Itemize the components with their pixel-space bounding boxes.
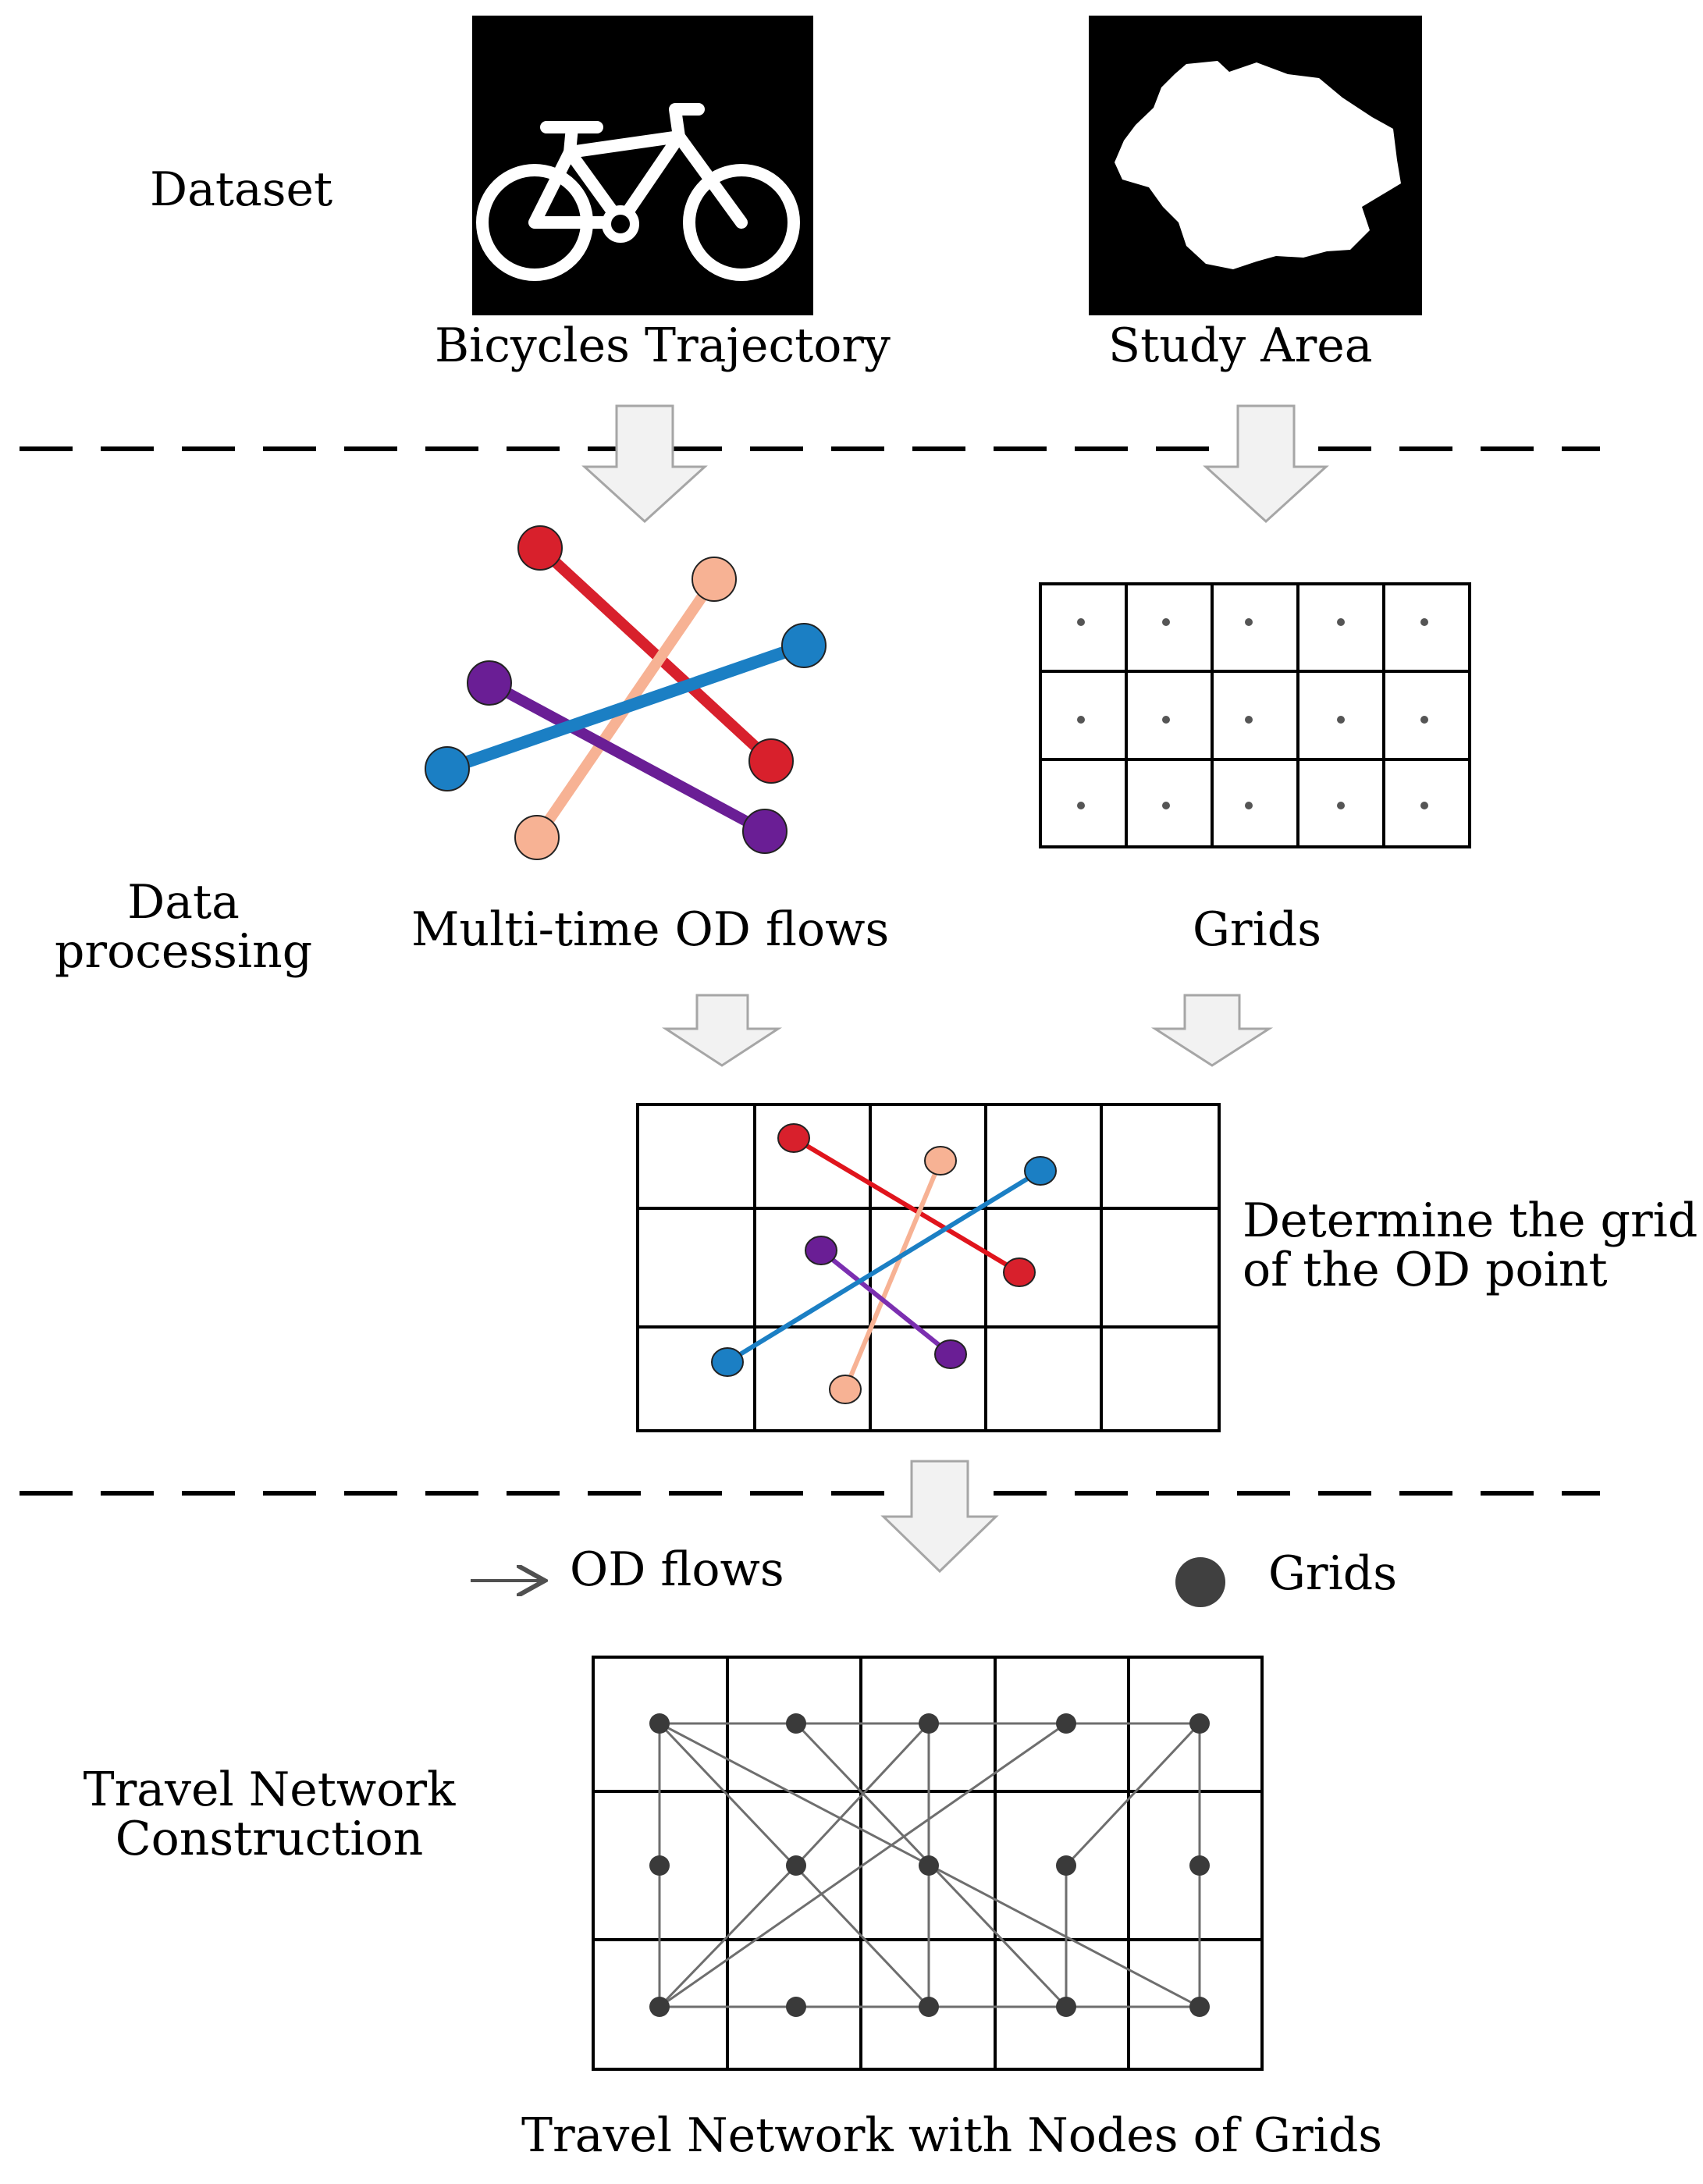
arrow-down-1 — [581, 404, 708, 524]
od-flows-illustration — [425, 525, 827, 860]
stage-data-processing-line2: processing — [55, 924, 313, 979]
study-area-label: Study Area — [1108, 318, 1373, 373]
study-area-map-icon — [1089, 16, 1422, 315]
stage-network-construction-label: Travel Network Construction — [62, 1766, 476, 1864]
grids-label: Grids — [1193, 902, 1321, 957]
determine-grid-line2: of the OD point — [1243, 1243, 1608, 1297]
arrow-down-2 — [1203, 404, 1329, 524]
arrow-down-4 — [1150, 994, 1274, 1067]
legend-grids-label: Grids — [1268, 1546, 1397, 1601]
stage-data-processing-label: Data processing — [55, 878, 312, 976]
stage-dataset-label: Dataset — [150, 162, 333, 217]
determine-grid-line1: Determine the grid — [1243, 1193, 1698, 1248]
output-title: Travel Network with Nodes of Grids — [521, 2108, 1383, 2163]
arrow-down-3 — [661, 994, 783, 1067]
legend-od-flows-label: OD flows — [570, 1542, 784, 1597]
od-on-grid-illustration — [636, 1103, 1221, 1432]
arrow-down-5 — [880, 1460, 999, 1574]
bicycles-trajectory-label: Bicycles Trajectory — [435, 318, 891, 373]
grids-illustration — [1039, 582, 1471, 848]
determine-grid-label: Determine the grid of the OD point — [1243, 1197, 1698, 1295]
legend-node-icon — [1175, 1557, 1225, 1607]
od-flows-label: Multi-time OD flows — [411, 902, 890, 957]
stage-network-construction-line2: Construction — [115, 1812, 424, 1866]
bicycle-icon — [472, 16, 813, 315]
stage-network-construction-line1: Travel Network — [83, 1762, 456, 1817]
travel-network-illustration — [592, 1656, 1264, 2071]
stage-data-processing-line1: Data — [127, 875, 240, 930]
